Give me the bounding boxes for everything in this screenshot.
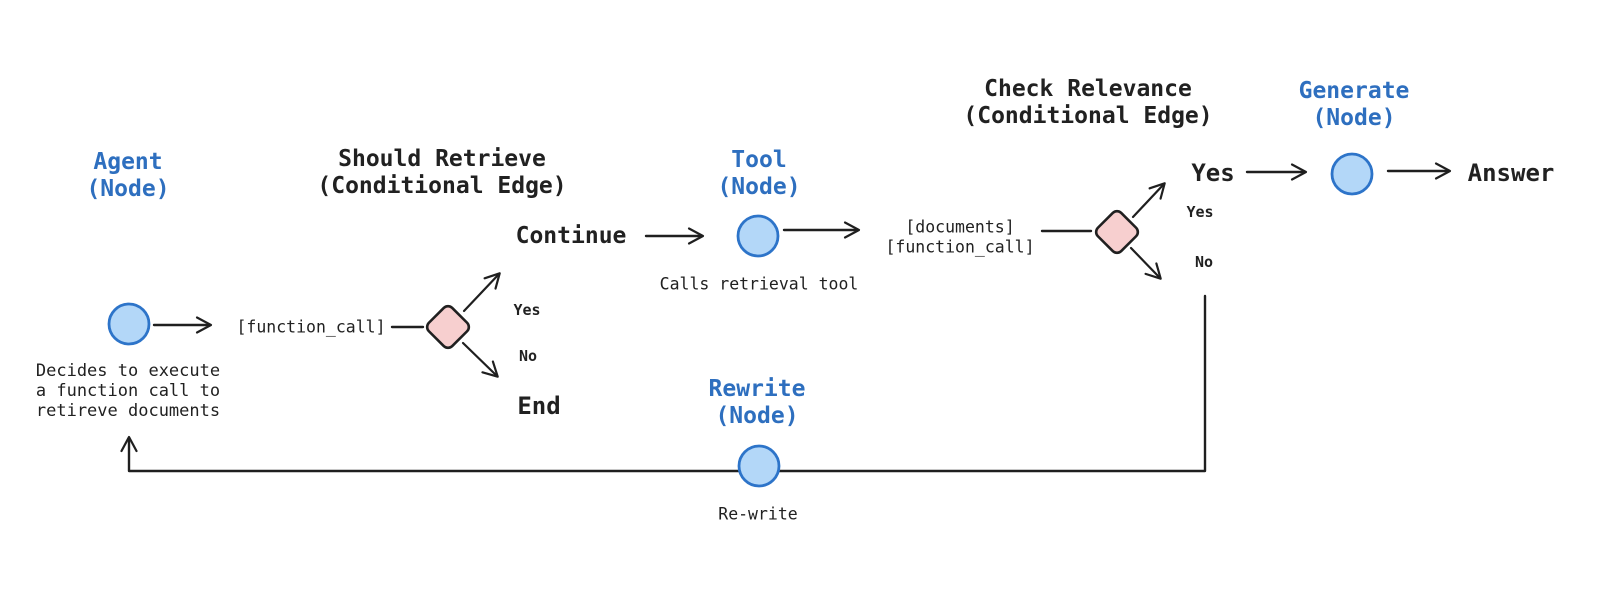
end-label: End bbox=[517, 392, 561, 420]
should-retrieve-title: Should Retrieve (Conditional Edge) bbox=[317, 146, 567, 199]
check-relevance-no-label: No bbox=[1194, 253, 1214, 271]
edge-checkrelevance-no bbox=[1129, 246, 1162, 280]
rewrite-node-description: Re-write bbox=[718, 504, 798, 524]
agent-node-title: Agent (Node) bbox=[86, 149, 170, 202]
documents-function-call-tag: [documents] [function_call] bbox=[885, 217, 1035, 257]
edge-rewrite-loop bbox=[120, 294, 1207, 473]
tool-node-title: Tool (Node) bbox=[717, 147, 801, 200]
generate-node-circle bbox=[1330, 152, 1374, 196]
generate-node-title: Generate (Node) bbox=[1298, 78, 1410, 131]
should-retrieve-no-label: No bbox=[518, 347, 538, 365]
edge-shouldretrieve-no bbox=[461, 341, 499, 378]
tool-node-description: Calls retrieval tool bbox=[659, 274, 859, 294]
check-relevance-title: Check Relevance (Conditional Edge) bbox=[963, 76, 1213, 129]
check-relevance-yes-label: Yes bbox=[1186, 203, 1214, 221]
rewrite-node-circle bbox=[737, 444, 781, 488]
function-call-tag: [function_call] bbox=[236, 317, 386, 337]
should-retrieve-yes-label: Yes bbox=[513, 301, 541, 319]
agent-node-circle bbox=[107, 302, 151, 346]
should-retrieve-diamond bbox=[425, 304, 471, 350]
tool-node-circle bbox=[736, 214, 780, 258]
rewrite-node-title: Rewrite (Node) bbox=[708, 376, 806, 429]
yes-branch-label: Yes bbox=[1191, 159, 1235, 187]
edge-shouldretrieve-yes bbox=[462, 272, 501, 313]
answer-label: Answer bbox=[1467, 159, 1555, 187]
agent-node-description: Decides to execute a function call to re… bbox=[35, 361, 221, 421]
edge-checkrelevance-yes bbox=[1131, 182, 1166, 219]
check-relevance-diamond bbox=[1094, 209, 1140, 255]
continue-label: Continue bbox=[515, 223, 627, 249]
